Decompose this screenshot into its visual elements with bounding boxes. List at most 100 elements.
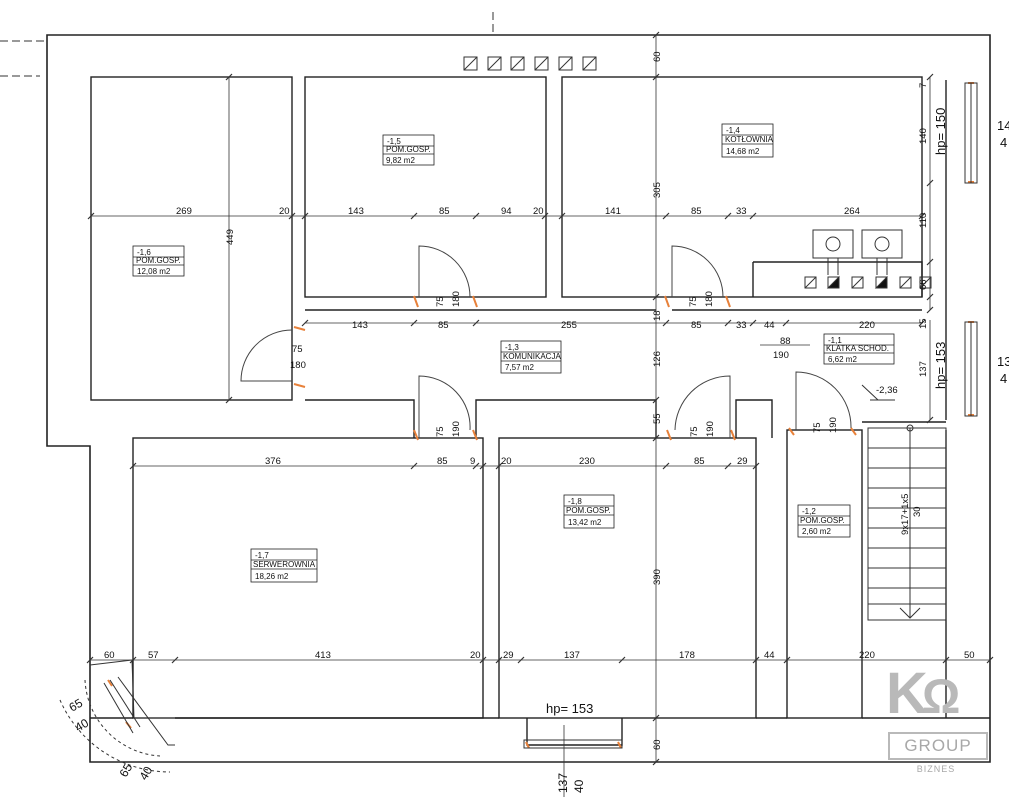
dimension-ticks: [86, 31, 994, 766]
hp-right-top: hp= 150: [933, 108, 948, 155]
right-window-1-dim-0: 14: [997, 118, 1009, 133]
stair-width-text: 30: [912, 506, 923, 517]
bay-dim-1: 40: [73, 716, 92, 735]
room-1-6-name: POM.GOSP.: [136, 256, 181, 265]
door-dim-4: 75: [292, 344, 303, 355]
external-dashed-lines: [0, 12, 494, 77]
dim-d-6: 178: [679, 650, 695, 661]
dim-v-2: 449: [225, 229, 236, 245]
bottom-window: [523, 739, 623, 749]
window-height-labels: hp= 150 hp= 153 hp= 153: [546, 108, 948, 716]
dim-a-2: 143: [348, 206, 364, 217]
dim-d-7: 44: [764, 650, 775, 661]
level-text: -2,36: [876, 385, 898, 396]
bay-dim-0: 65: [67, 696, 86, 715]
dim-a-4: 94: [501, 206, 512, 217]
dim-d-2: 413: [315, 650, 331, 661]
hp-right-mid: hp= 153: [933, 342, 948, 389]
door-dim-3: 180: [704, 291, 715, 307]
dim-c-5: 85: [694, 456, 705, 467]
dim-v-5: 390: [652, 569, 663, 585]
outer-walls: [46, 34, 991, 763]
dim-a-3: 85: [439, 206, 450, 217]
room-labels: -1,5 POM.GOSP. 9,82 m2 -1,4 KOTŁOWNIA 14…: [136, 126, 889, 581]
dim-v-4: 55: [652, 413, 663, 424]
dim-a-0: 269: [176, 206, 192, 217]
room-1-5-area: 9,82 m2: [386, 156, 415, 165]
room-1-2-name: POM.GOSP.: [800, 516, 845, 525]
dim-b-6: 220: [859, 320, 875, 331]
door-dim-12: 75: [812, 422, 823, 433]
dim-d-8: 220: [859, 650, 875, 661]
room-1-7-name: SERWEROWNIA: [253, 560, 316, 569]
bottom-window-dim-0: 137: [556, 773, 570, 793]
hp-bottom: hp= 153: [546, 701, 593, 716]
dim-c-4: 230: [579, 456, 595, 467]
room-1-8-name: POM.GOSP.: [566, 506, 611, 515]
dim-v-6: 60: [652, 739, 663, 750]
door-dim-8: 75: [435, 426, 446, 437]
room-1-4-area: 14,68 m2: [726, 147, 760, 156]
dim-b-0: 143: [352, 320, 368, 331]
dim-d-3: 20: [470, 650, 481, 661]
dim-v-12: 137: [918, 361, 929, 377]
door-dim-0: 75: [435, 296, 446, 307]
room-1-6-area: 12,08 m2: [137, 267, 171, 276]
dim-v-0: 60: [652, 51, 663, 62]
dim-a-1: 20: [279, 206, 290, 217]
room-1-8-number: -1,8: [568, 497, 582, 506]
room-1-1-area: 6,62 m2: [828, 355, 857, 364]
dim-a-8: 33: [736, 206, 747, 217]
dim-a-6: 141: [605, 206, 621, 217]
dim-b-3: 85: [691, 320, 702, 331]
door-dim-10: 75: [689, 426, 700, 437]
door-dim-1: 180: [451, 291, 462, 307]
dim-c-0: 376: [265, 456, 281, 467]
room-walls: [90, 76, 990, 746]
room-1-5-name: POM.GOSP.: [386, 145, 431, 154]
dim-d-4: 29: [503, 650, 514, 661]
room-label-boxes: [132, 123, 895, 583]
level-marker: [861, 384, 895, 401]
dim-v-7: 7: [918, 83, 929, 88]
stairs-text: 9x17+1x5: [900, 494, 911, 535]
right-window-1-dim-1: 4: [1000, 135, 1007, 150]
boilers: [812, 229, 903, 275]
dim-d-0: 60: [104, 650, 115, 661]
room-1-3-name: KOMUNIKACJA: [503, 352, 561, 361]
bay-dim-2: 65: [116, 761, 135, 780]
door-dim-5: 180: [290, 360, 306, 371]
room-1-1-name: KLATKA SCHOD.: [826, 344, 889, 353]
right-window-2-dim-0: 13: [997, 354, 1009, 369]
stair-bottom-dim: 190: [773, 350, 789, 361]
dim-c-1: 85: [437, 456, 448, 467]
door-jambs: [107, 82, 974, 749]
dim-c-2: 9: [470, 456, 475, 467]
room-1-5-number: -1,5: [387, 137, 401, 146]
dim-c-3: 20: [501, 456, 512, 467]
logo-group-text: GROUP: [888, 732, 988, 760]
dim-b-5: 44: [764, 320, 775, 331]
dimension-texts: 269 20 143 85 94 20 141 85 33 264 143 85…: [67, 51, 1009, 793]
room-1-3-area: 7,57 m2: [505, 363, 534, 372]
room-1-3-number: -1,3: [505, 343, 519, 352]
bay-window: [59, 659, 175, 773]
staircase: [867, 424, 947, 621]
door-dim-9: 190: [451, 421, 462, 437]
dim-v-8: 140: [918, 128, 929, 144]
bay-dim-3: 40: [136, 764, 155, 783]
logo-tagline: BIZNES: [916, 764, 956, 774]
dim-a-7: 85: [691, 206, 702, 217]
dim-d-1: 57: [148, 650, 159, 661]
logo-mark: KΩ: [886, 661, 960, 726]
room-1-7-number: -1,7: [255, 551, 269, 560]
right-window-2-dim-1: 4: [1000, 371, 1007, 386]
door-dim-2: 75: [688, 296, 699, 307]
dim-v-11: 15: [918, 318, 929, 329]
door-dim-11: 190: [705, 421, 716, 437]
dimension-lines: [90, 35, 990, 797]
room-1-7-area: 18,26 m2: [255, 572, 289, 581]
dim-b-2: 255: [561, 320, 577, 331]
room-1-6-number: -1,6: [137, 248, 151, 257]
